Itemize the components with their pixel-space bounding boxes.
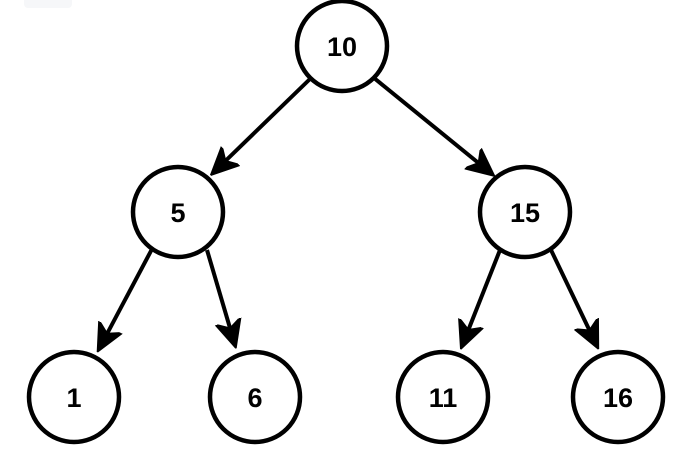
tree-node-6[interactable]: 6 xyxy=(207,349,303,445)
node-circle-16 xyxy=(570,349,666,445)
tree-node-16[interactable]: 16 xyxy=(570,349,666,445)
tree-node-10[interactable]: 10 xyxy=(294,0,390,94)
tree-node-11[interactable]: 11 xyxy=(395,349,491,445)
node-label-1: 1 xyxy=(66,383,81,413)
edge-15-to-16 xyxy=(549,249,597,346)
node-circle-15 xyxy=(477,164,573,260)
node-label-11: 11 xyxy=(429,383,458,413)
edge-10-to-15 xyxy=(372,76,492,174)
edge-15-to-11 xyxy=(462,249,502,346)
node-circle-10 xyxy=(294,0,390,94)
tree-node-5[interactable]: 5 xyxy=(130,164,226,260)
node-label-5: 5 xyxy=(170,198,185,228)
corner-artifact xyxy=(24,0,72,8)
node-label-16: 16 xyxy=(603,383,633,413)
node-label-15: 15 xyxy=(510,198,540,228)
node-circle-5 xyxy=(130,164,226,260)
node-circle-6 xyxy=(207,349,303,445)
node-circle-11 xyxy=(395,349,491,445)
nodes-layer: 10 5 15 1 6 11 xyxy=(26,0,666,445)
edge-10-to-5 xyxy=(213,76,313,173)
edge-5-to-1 xyxy=(99,248,154,349)
node-label-6: 6 xyxy=(247,383,262,413)
node-label-10: 10 xyxy=(327,32,357,62)
tree-node-1[interactable]: 1 xyxy=(26,349,122,445)
edges-layer xyxy=(99,76,597,349)
edge-5-to-6 xyxy=(205,249,235,345)
node-circle-1 xyxy=(26,349,122,445)
tree-node-15[interactable]: 15 xyxy=(477,164,573,260)
